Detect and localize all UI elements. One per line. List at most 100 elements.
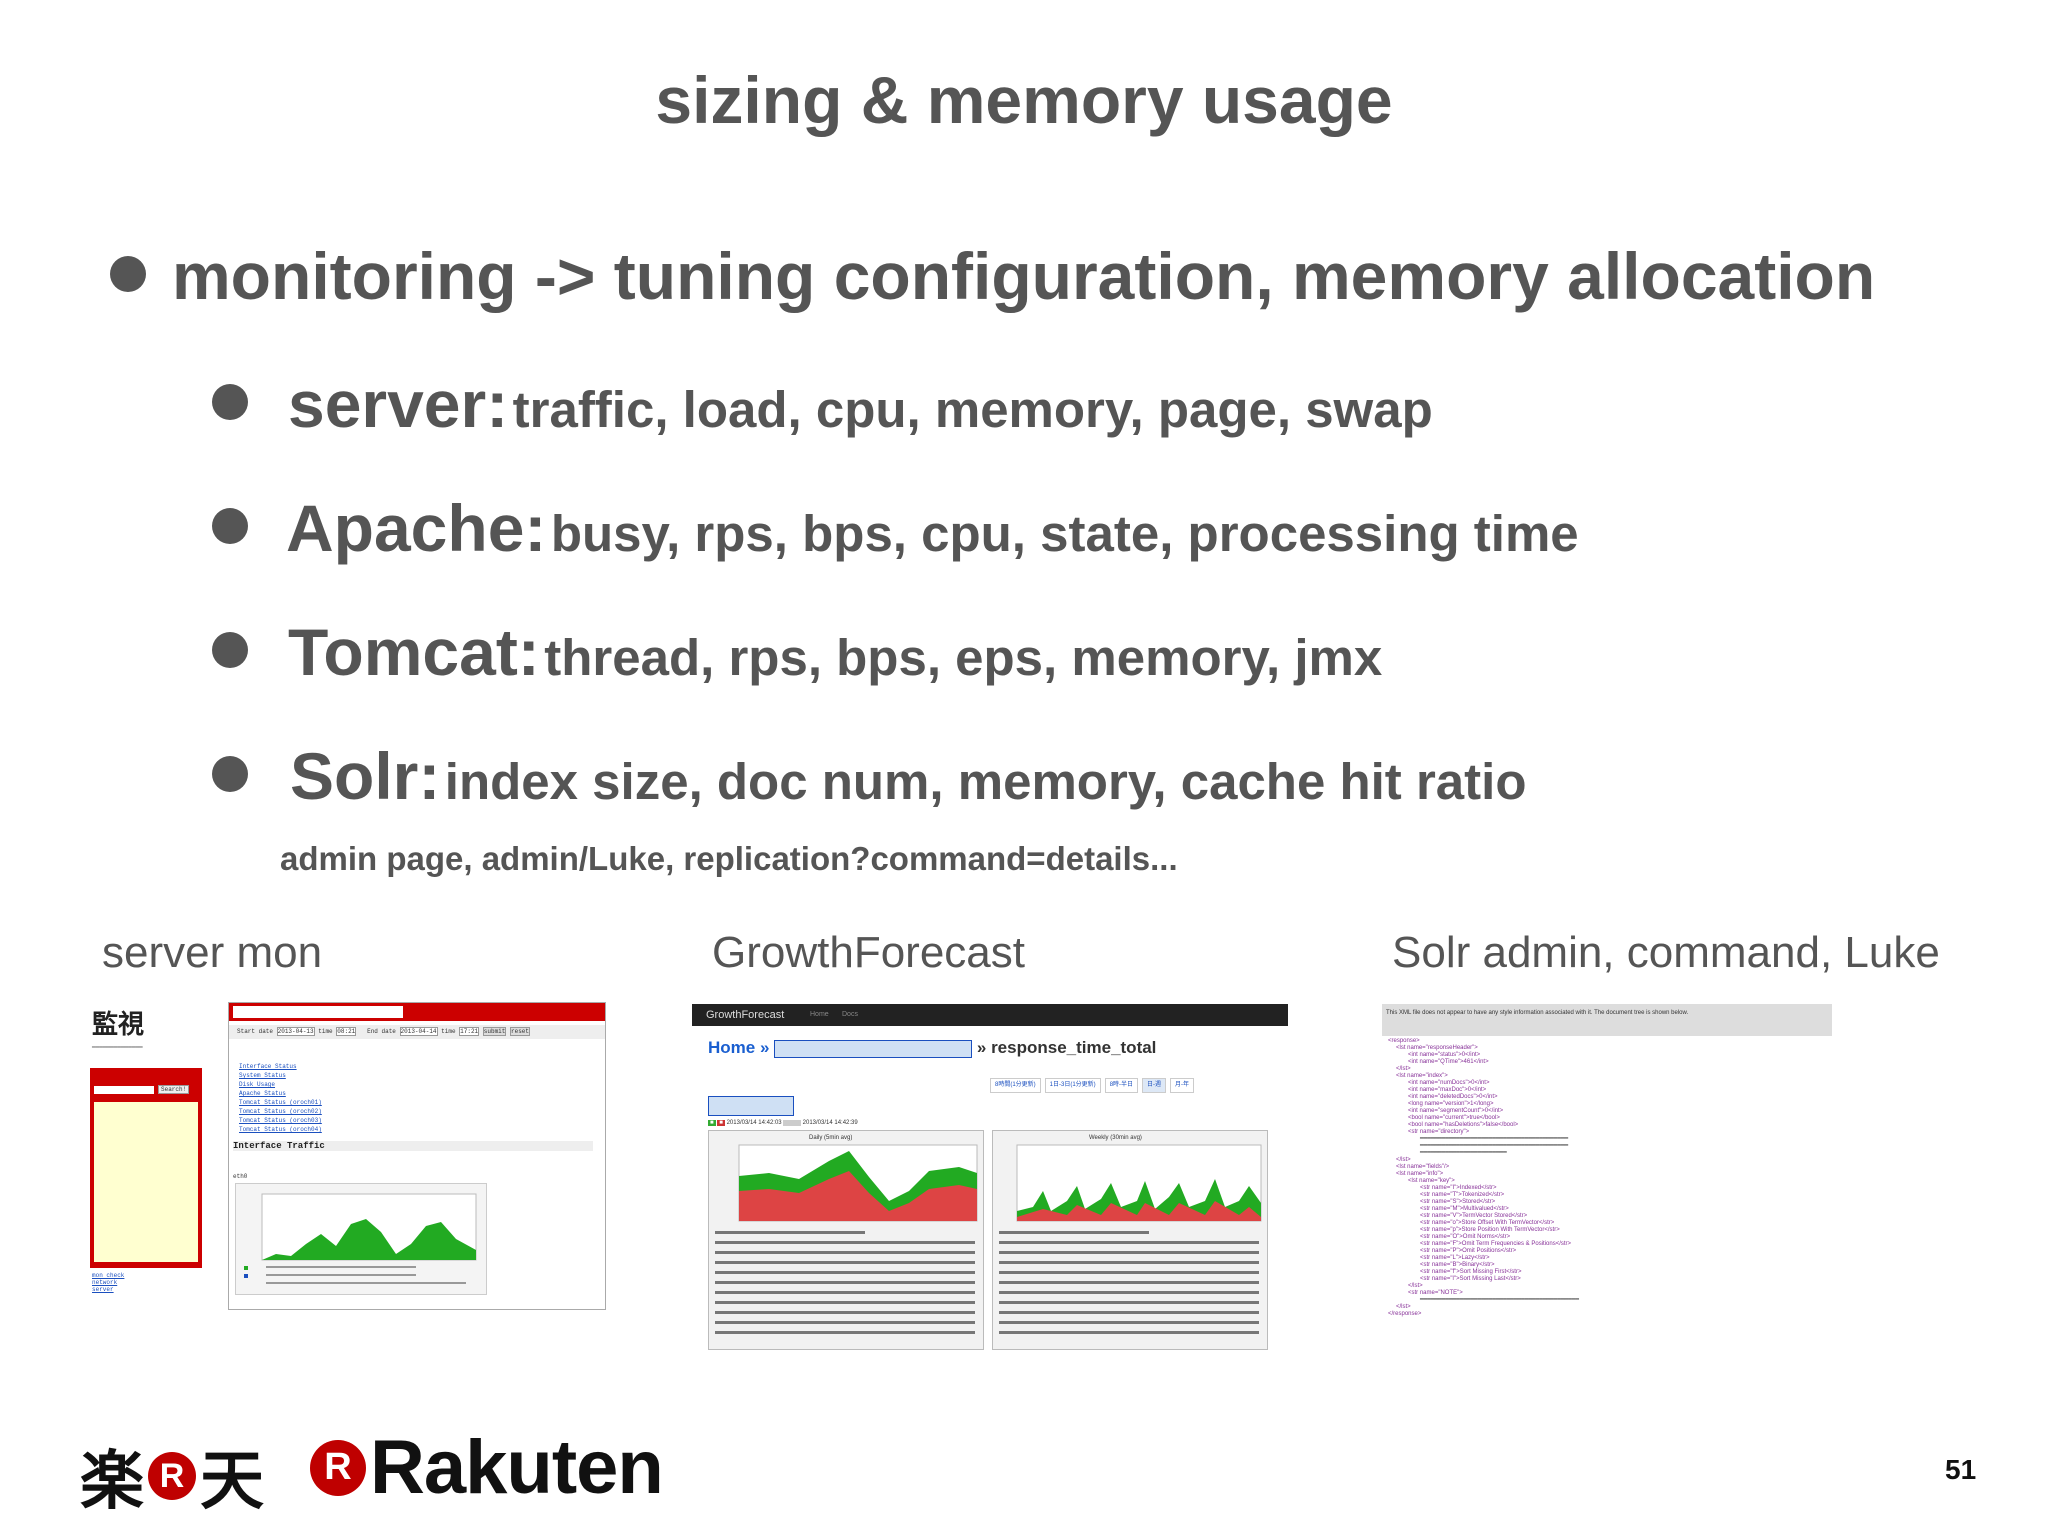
gf-weekly-title: Weekly (30min avg) <box>1089 1135 1142 1141</box>
gf-weekly-red <box>1017 1201 1261 1221</box>
gf-range-tab[interactable]: 8時間(1分更新) <box>990 1078 1041 1093</box>
xml-line: <str name="L">Lazy</str> <box>1420 1255 1490 1261</box>
kanji-raku: 楽 <box>80 1445 144 1519</box>
xml-line: <str name="p">Store Position With TermVe… <box>1420 1227 1560 1233</box>
solr-xml-screenshot: This XML file does not appear to have an… <box>1382 1004 1842 1390</box>
gf-topbar: GrowthForecast Home Docs <box>692 1004 1288 1026</box>
xml-line: <int name="maxDoc">0</int> <box>1408 1087 1487 1093</box>
server-mon-links: Interface Status System Status Disk Usag… <box>239 1063 322 1135</box>
xml-line: <str name="P">Omit Positions</str> <box>1420 1248 1517 1254</box>
nav-link[interactable]: Apache Status <box>239 1090 286 1097</box>
solr-xml-tree: <response> <lst name="responseHeader"> <… <box>1388 1038 1579 1318</box>
start-date-value[interactable]: 2013-04-13 <box>276 1027 315 1036</box>
end-date-value[interactable]: 2013-04-14 <box>399 1027 438 1036</box>
bullet-server: server: traffic, load, cpu, memory, page… <box>288 366 1433 442</box>
bullet-solr: Solr: index size, doc num, memory, cache… <box>290 738 1526 814</box>
start-time-value[interactable]: 08:21 <box>336 1027 357 1036</box>
nav-link[interactable]: Tomcat Status (oroch02) <box>239 1108 322 1115</box>
server-mon-date-row: Start date 2013-04-13 time 08:21 End dat… <box>229 1025 605 1039</box>
rakuten-wordmark: Rakuten <box>370 1425 664 1510</box>
bullet-solr-value: index size, doc num, memory, cache hit r… <box>444 753 1527 810</box>
xml-line: <str name="directory"> <box>1408 1129 1470 1135</box>
gf-crumb-home[interactable]: Home » <box>708 1038 770 1057</box>
start-time-label: time <box>318 1028 333 1035</box>
gf-daily-red <box>739 1171 977 1221</box>
server-mon-footer-links: mon check network server <box>92 1272 124 1293</box>
end-time-value[interactable]: 17:21 <box>459 1027 480 1036</box>
xml-line: <int name="segmentCount">0</int> <box>1408 1108 1504 1114</box>
server-mon-main: Start date 2013-04-13 time 08:21 End dat… <box>228 1002 606 1310</box>
page-number: 51 <box>1945 1454 1977 1485</box>
end-time-label: time <box>441 1028 456 1035</box>
server-mon-sidebar-panel <box>94 1102 198 1262</box>
gf-range-tab[interactable]: 8時-半日 <box>1104 1078 1139 1093</box>
xml-line: <str name="M">Multivalued</str> <box>1420 1206 1509 1212</box>
caption-solr: Solr admin, command, Luke <box>1392 928 1940 977</box>
r-mark-icon: R <box>148 1452 196 1500</box>
xml-line: <response> <box>1388 1038 1420 1044</box>
traffic-graph-svg <box>244 1193 477 1284</box>
xml-line: <str name="T">Tokenized</str> <box>1420 1192 1505 1198</box>
bullet-apache: Apache: busy, rps, bps, cpu, state, proc… <box>286 490 1579 566</box>
nav-link[interactable]: Disk Usage <box>239 1081 276 1088</box>
r-mark-icon: R <box>310 1439 366 1496</box>
nav-link[interactable]: System Status <box>239 1072 286 1079</box>
reset-button[interactable]: reset <box>510 1027 531 1036</box>
xml-line: <str name="I">Indexed</str> <box>1420 1185 1497 1191</box>
gf-nav-docs[interactable]: Docs <box>842 1011 858 1018</box>
submit-button[interactable]: submit <box>482 1027 507 1036</box>
gf-nav-home[interactable]: Home <box>810 1011 829 1018</box>
gf-range-tab[interactable]: 1日-3日(1分更新) <box>1044 1078 1101 1093</box>
xml-line: </lst> <box>1408 1283 1423 1289</box>
bullet-server-value: traffic, load, cpu, memory, page, swap <box>512 381 1433 438</box>
server-mon-search-button[interactable]: Search! <box>158 1085 190 1094</box>
xml-line: <lst name="responseHeader"> <box>1396 1045 1478 1051</box>
start-date-label: Start date <box>237 1028 274 1035</box>
xml-line: ━━━━━━━━━━━━━━━━━━━━━━━━ <box>1420 1150 1507 1156</box>
xml-line: <int name="QTime">461</int> <box>1408 1059 1489 1065</box>
gf-date-to: 2013/03/14 14:42:39 <box>802 1120 858 1126</box>
bullet-tomcat-value: thread, rps, bps, eps, memory, jmx <box>544 629 1383 686</box>
xml-line: <long name="version">1</long> <box>1408 1101 1494 1107</box>
xml-line: <str name="o">Store Offset With TermVect… <box>1420 1220 1555 1226</box>
gf-daily-title: Daily (5min avg) <box>809 1135 853 1141</box>
xml-line: <bool name="current">true</bool> <box>1408 1115 1500 1121</box>
xml-line: <str name="l">Sort Missing Last</str> <box>1420 1276 1521 1282</box>
gf-range-tab[interactable]: 月-年 <box>1170 1078 1195 1093</box>
solr-note: admin page, admin/Luke, replication?comm… <box>280 840 1178 877</box>
gf-date-row: ■ ■ 2013/03/14 14:42:03 2013/03/14 14:42… <box>708 1120 858 1126</box>
gf-brand[interactable]: GrowthForecast <box>706 1009 785 1021</box>
caption-growthforecast: GrowthForecast <box>712 928 1025 977</box>
bullet-dot <box>212 632 248 668</box>
xml-line: <int name="numDocs">0</int> <box>1408 1080 1490 1086</box>
xml-line: <int name="status">0</int> <box>1408 1052 1481 1058</box>
kanji-ten: 天 <box>200 1445 264 1519</box>
nav-link[interactable]: Tomcat Status (oroch01) <box>239 1099 322 1106</box>
footer-link[interactable]: network <box>92 1279 118 1286</box>
bullet-apache-value: busy, rps, bps, cpu, state, processing t… <box>550 505 1579 562</box>
gf-weekly-svg <box>999 1144 1262 1334</box>
nav-link[interactable]: Interface Status <box>239 1063 297 1070</box>
xml-line: <str name="S">Stored</str> <box>1420 1199 1496 1205</box>
footer-link[interactable]: server <box>92 1286 114 1293</box>
nav-link[interactable]: Tomcat Status (oroch03) <box>239 1117 322 1124</box>
xml-line: <str name="f">Sort Missing First</str> <box>1420 1269 1522 1275</box>
xml-line: </lst> <box>1396 1157 1411 1163</box>
growthforecast-screenshot: GrowthForecast Home Docs Home » » respon… <box>692 1000 1288 1352</box>
gf-breadcrumb: Home » » response_time_total <box>708 1038 1156 1058</box>
xml-line: <lst name="key"> <box>1408 1178 1455 1184</box>
server-mon-header-bar <box>229 1003 605 1021</box>
xml-line: <lst name="index"> <box>1396 1073 1448 1079</box>
xml-line: <int name="deletedDocs">0</int> <box>1408 1094 1498 1100</box>
gf-range-tab[interactable]: 日-週 <box>1142 1078 1167 1093</box>
server-mon-section-title: Interface Traffic <box>233 1141 593 1151</box>
traffic-graph <box>235 1183 487 1295</box>
server-mon-sidebar: Search! <box>90 1068 202 1268</box>
nav-link[interactable]: Tomcat Status (oroch04) <box>239 1126 322 1133</box>
footer-link[interactable]: mon check <box>92 1272 125 1279</box>
xml-line: <str name="F">Omit Term Frequencies & Po… <box>1420 1241 1572 1247</box>
bullet-apache-key: Apache: <box>286 491 547 565</box>
rakuten-logo: R Rakuten <box>306 1424 664 1511</box>
server-mon-logo: 監視 <box>92 1010 145 1040</box>
server-mon-search-input[interactable] <box>94 1086 154 1094</box>
